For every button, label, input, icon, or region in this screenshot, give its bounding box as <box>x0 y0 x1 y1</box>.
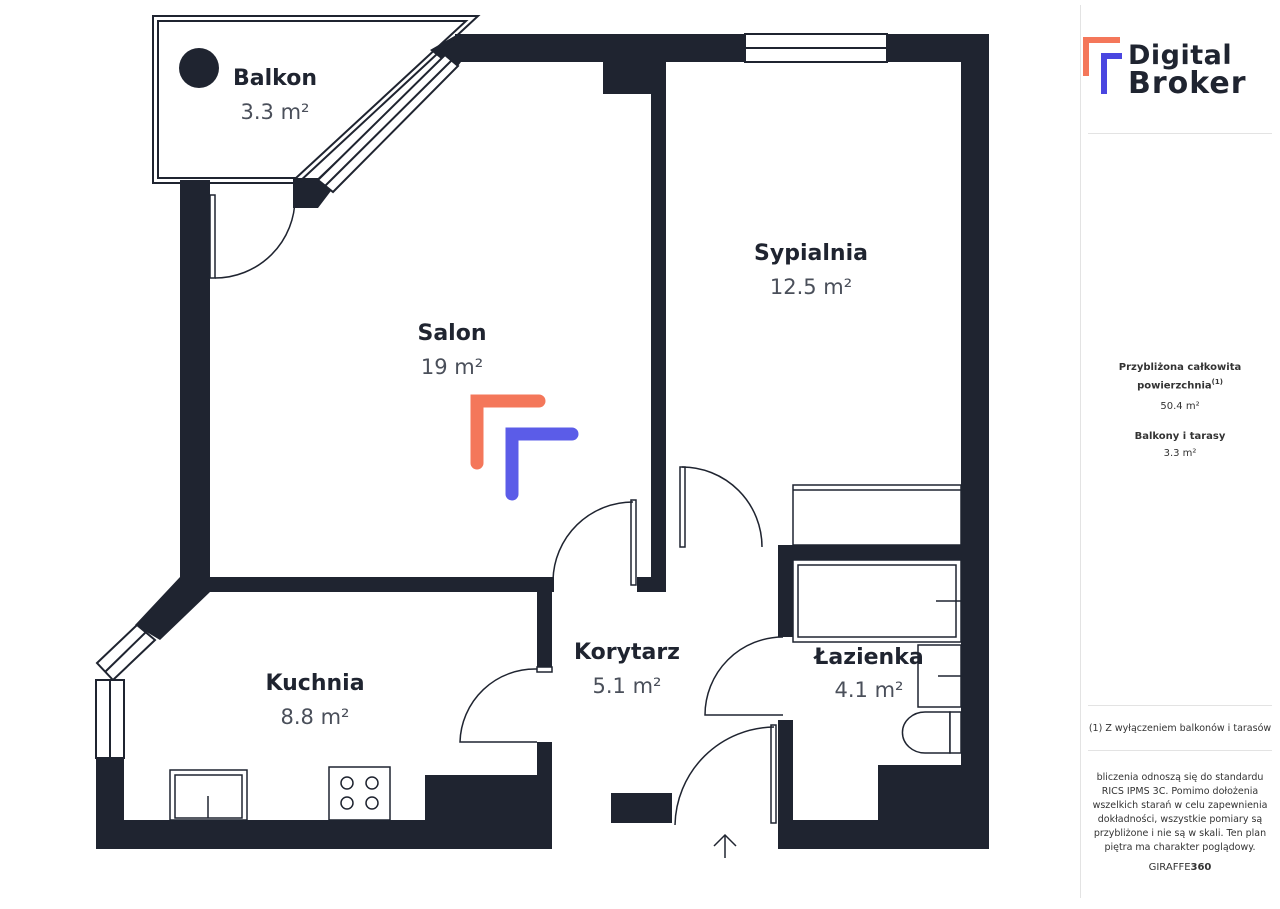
kitchen-fixtures <box>169 766 391 821</box>
balconies-label: Balkony i tarasy <box>1134 431 1226 442</box>
sidebar-separator <box>1088 705 1272 706</box>
disclaimer-line: piętra ma charakter poglądowy. <box>1104 842 1256 853</box>
disclaimer-line: RICS IPMS 3C. Pomimo dołożenia <box>1101 786 1259 797</box>
entrance-arrow-icon <box>713 833 737 858</box>
total-area-label-line-1: Przybliżona całkowita <box>1118 362 1242 373</box>
sidebar-separator <box>1088 133 1272 134</box>
wardrobe <box>792 484 962 546</box>
door-swings <box>209 194 784 826</box>
balcony-outline <box>152 15 481 184</box>
bathroom-fixtures <box>792 559 962 754</box>
floor-plan: Balkon 3.3 m² Salon 19 m² Sypialnia 12.5… <box>95 15 989 858</box>
brand-logo-icon <box>1083 37 1122 94</box>
balconies-value: 3.3 m² <box>1163 448 1197 459</box>
sidebar-divider <box>1080 5 1081 898</box>
room-area-lazienka: 4.1 m² <box>834 678 904 702</box>
watermark-logo-icon <box>470 394 579 501</box>
room-name-korytarz: Korytarz <box>574 640 680 665</box>
total-area-label-line-2: powierzchnia <box>1137 380 1212 392</box>
footnote: (1) Z wyłączeniem balkonów i tarasów <box>1088 723 1272 734</box>
floor-plan-drawing <box>95 15 989 858</box>
brand-logo: Digital Broker <box>1128 40 1247 101</box>
walls <box>96 34 989 849</box>
kitchen-window <box>95 623 157 759</box>
room-area-balkon: 3.3 m² <box>240 100 310 124</box>
room-name-kuchnia: Kuchnia <box>265 671 365 696</box>
disclaimer-line: wszelkich starań w celu zapewnienia <box>1092 800 1268 811</box>
brand-line-2: Broker <box>1128 66 1247 101</box>
brand-line-1: Digital <box>1128 40 1233 71</box>
room-area-kuchnia: 8.8 m² <box>280 705 350 729</box>
room-name-sypialnia: Sypialnia <box>754 241 868 266</box>
credit-part-2: 360 <box>1190 862 1212 873</box>
room-name-balkon: Balkon <box>233 66 317 91</box>
room-name-salon: Salon <box>417 321 487 346</box>
disclaimer-line: bliczenia odnoszą się do standardu <box>1096 772 1264 783</box>
room-name-lazienka: Łazienka <box>814 645 924 670</box>
disclaimer: bliczenia odnoszą się do standardu RICS … <box>1080 771 1280 855</box>
credit-part-1: GIRAFFE <box>1148 862 1191 873</box>
balcony-column <box>179 48 219 88</box>
disclaimer-line: przybliżone i nie są w skali. Ten plan <box>1093 828 1267 839</box>
total-area-footnote-mark: (1) <box>1211 378 1223 386</box>
room-area-korytarz: 5.1 m² <box>592 674 662 698</box>
disclaimer-line: dokładności, wszystkie pomiary są <box>1097 814 1263 825</box>
bedroom-window <box>744 33 888 63</box>
room-area-sypialnia: 12.5 m² <box>769 275 853 299</box>
sidebar-separator <box>1088 750 1272 751</box>
total-area-label: Przybliżona całkowita powierzchnia(1) <box>1080 360 1280 393</box>
balcony-window <box>316 53 460 194</box>
total-area-value: 50.4 m² <box>1160 401 1200 412</box>
credit: GIRAFFE360 <box>1080 860 1280 875</box>
info-sidebar <box>1080 0 1280 905</box>
room-area-salon: 19 m² <box>420 355 484 379</box>
